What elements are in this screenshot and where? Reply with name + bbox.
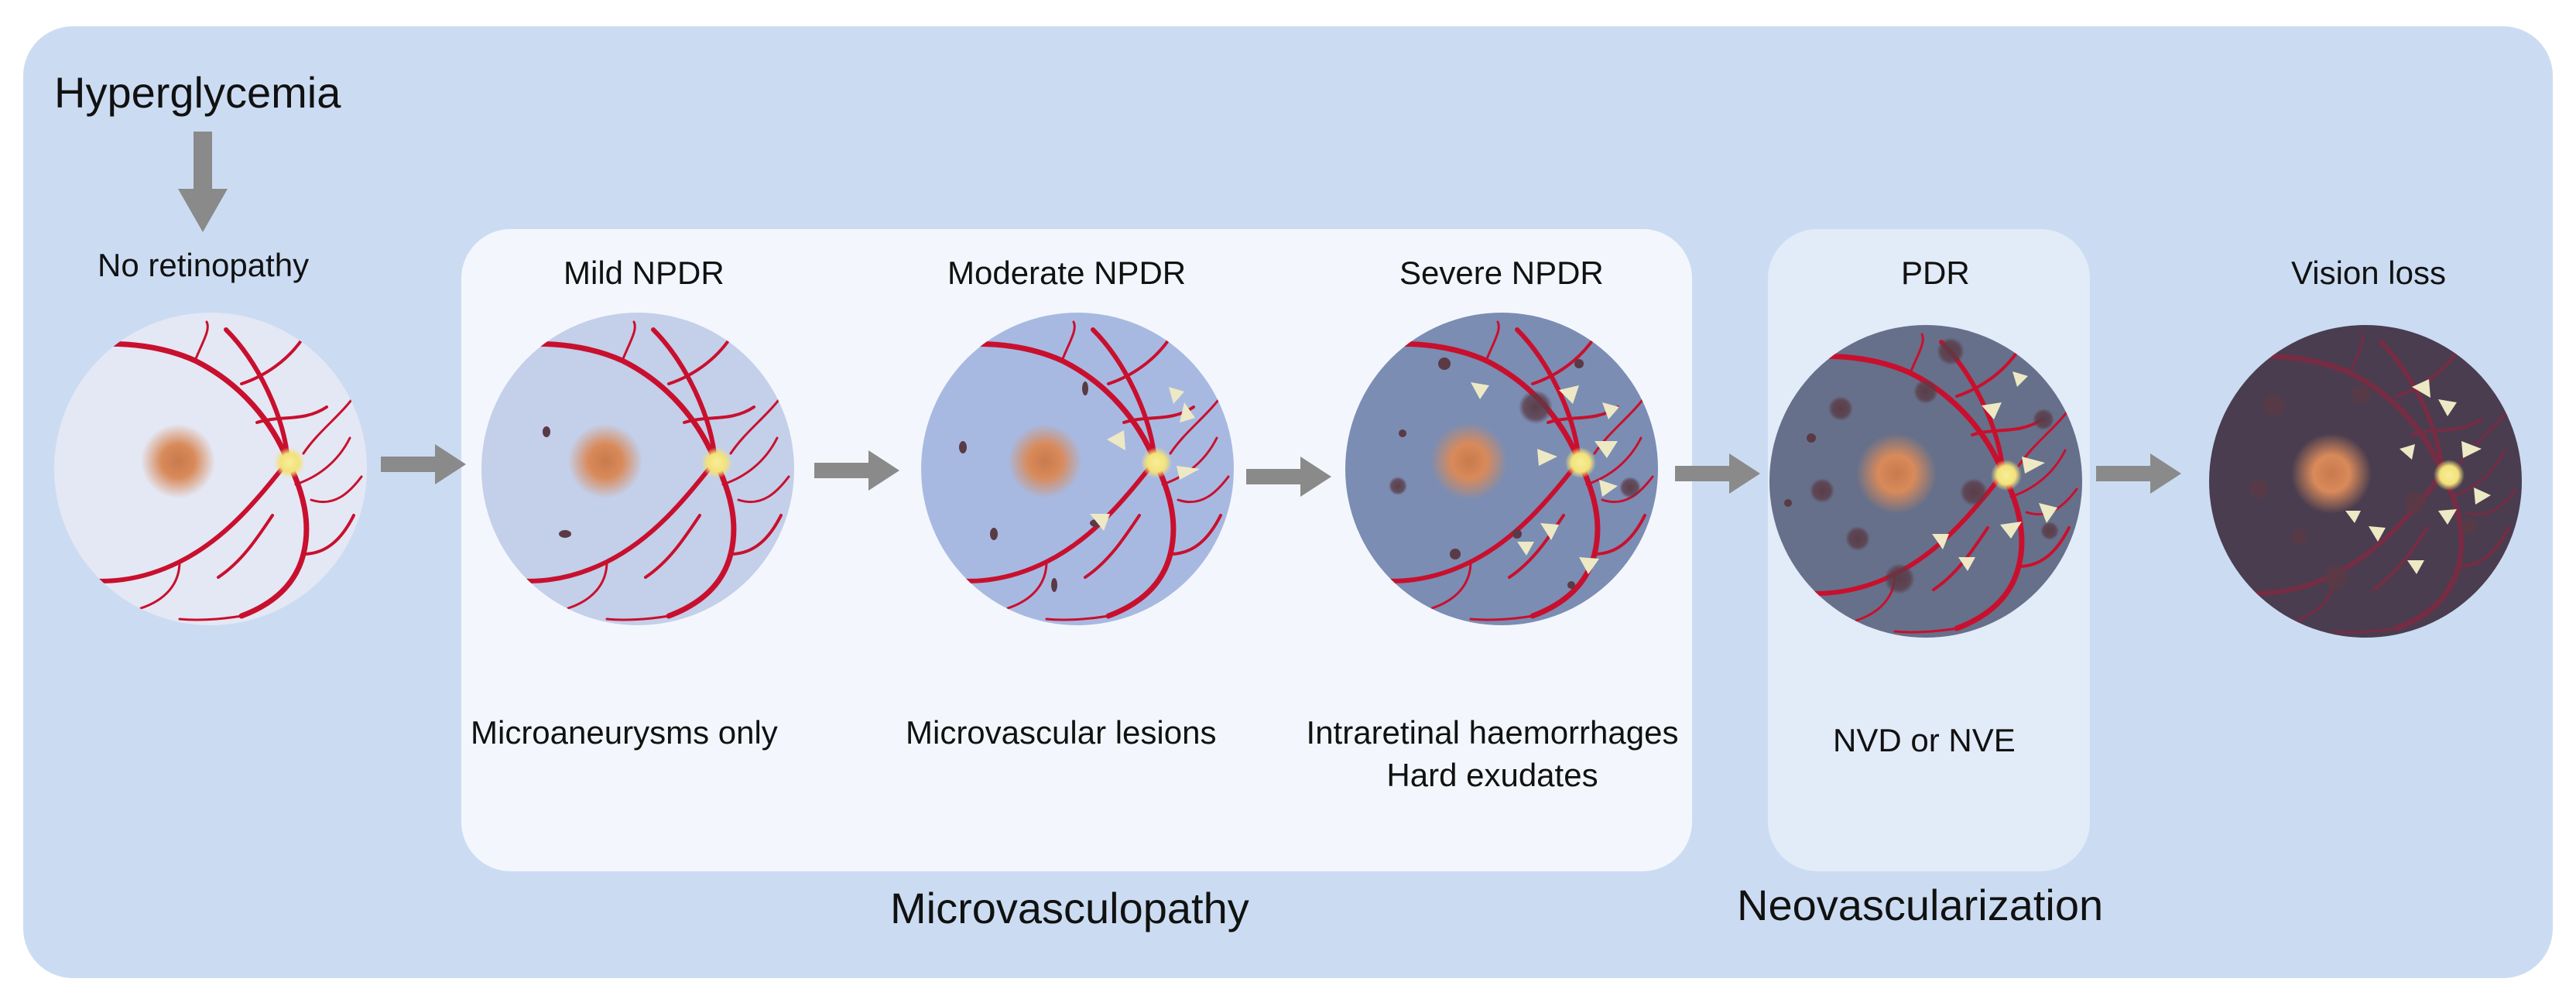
main-title: Hyperglycemia <box>54 68 341 117</box>
retina-fundus-icon <box>481 313 794 625</box>
retina-fundus-icon <box>921 313 1234 625</box>
stage-title-no-retinopathy: No retinopathy <box>98 247 310 283</box>
down-arrow-icon <box>178 132 228 232</box>
stage-desc-severe-npdr: Intraretinal haemorrhages Hard exudates <box>1291 712 1694 796</box>
stage-desc-severe-line2: Hard exudates <box>1386 756 1598 793</box>
stage-desc-severe-line1: Intraretinal haemorrhages <box>1306 714 1679 751</box>
group-title-neovascularization: Neovascularization <box>1737 881 2104 929</box>
stage-title-vision-loss: Vision loss <box>2291 255 2446 291</box>
stage-title-pdr: PDR <box>1901 255 1970 291</box>
retina-fundus-icon <box>1769 325 2082 638</box>
stage-title-severe-npdr: Severe NPDR <box>1399 255 1604 291</box>
stage-desc-mild-npdr: Microaneurysms only <box>471 714 778 751</box>
retina-fundus-icon <box>1345 313 1658 625</box>
retina-fundus-icon <box>54 313 367 625</box>
retina-fundus-icon <box>2209 325 2522 638</box>
stage-title-moderate-npdr: Moderate NPDR <box>947 255 1187 291</box>
stage-desc-pdr: NVD or NVE <box>1833 722 2016 758</box>
group-title-microvasculopathy: Microvasculopathy <box>890 884 1249 932</box>
stage-title-mild-npdr: Mild NPDR <box>564 255 724 291</box>
stage-desc-moderate-npdr: Microvascular lesions <box>906 714 1217 751</box>
